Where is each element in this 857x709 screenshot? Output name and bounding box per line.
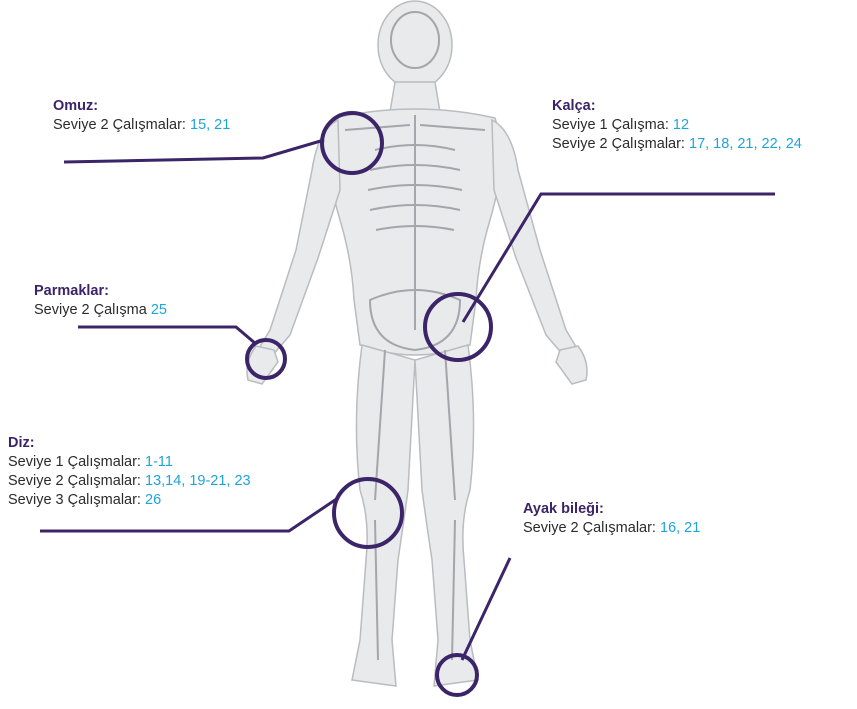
ayak-bilegi-title: Ayak bileği:: [523, 500, 700, 519]
ayak-bilegi-row-1: Seviye 2 Çalışmalar: 16, 21: [523, 519, 700, 538]
diz-row-3-nums: 26: [145, 492, 161, 508]
parmaklar-label: Parmaklar: Seviye 2 Çalışma 25: [34, 282, 167, 320]
omuz-row-1-nums: 15, 21: [190, 117, 230, 133]
kalca-row-2: Seviye 2 Çalışmalar: 17, 18, 21, 22, 24: [552, 135, 802, 154]
kalca-row-2-nums: 17, 18, 21, 22, 24: [689, 136, 802, 152]
head: [378, 1, 452, 89]
ayak-bilegi-row-1-text: Seviye 2 Çalışmalar:: [523, 520, 660, 536]
diz-row-1-text: Seviye 1 Çalışmalar:: [8, 454, 145, 470]
diz-row-2-text: Seviye 2 Çalışmalar:: [8, 473, 145, 489]
human-body: [247, 1, 587, 686]
leg-right: [415, 345, 478, 686]
ayak-leader: [462, 558, 510, 660]
omuz-row-1: Seviye 2 Çalışmalar: 15, 21: [53, 116, 230, 135]
diz-row-1: Seviye 1 Çalışmalar: 1-11: [8, 453, 251, 472]
diz-row-3: Seviye 3 Çalışmalar: 26: [8, 491, 251, 510]
kalca-row-1-nums: 12: [673, 117, 689, 133]
parmaklar-row-1-text: Seviye 2 Çalışma: [34, 302, 151, 318]
omuz-title: Omuz:: [53, 97, 230, 116]
parmaklar-row-1: Seviye 2 Çalışma 25: [34, 301, 167, 320]
ayak-bilegi-label: Ayak bileği: Seviye 2 Çalışmalar: 16, 21: [523, 500, 700, 538]
kalca-row-1: Seviye 1 Çalışma: 12: [552, 116, 802, 135]
arm-right: [492, 120, 578, 356]
kalca-row-1-text: Seviye 1 Çalışma:: [552, 117, 673, 133]
ayak-bilegi-row-1-nums: 16, 21: [660, 520, 700, 536]
parmaklar-title: Parmaklar:: [34, 282, 167, 301]
kalca-title: Kalça:: [552, 97, 802, 116]
diz-row-1-nums: 1-11: [145, 454, 173, 470]
diz-row-3-text: Seviye 3 Çalışmalar:: [8, 492, 145, 508]
diz-label: Diz: Seviye 1 Çalışmalar: 1-11 Seviye 2 …: [8, 434, 251, 510]
hand-right: [556, 346, 587, 384]
neck: [390, 82, 440, 112]
parmaklar-row-1-nums: 25: [151, 302, 167, 318]
diz-row-2-nums: 13,14, 19-21, 23: [145, 473, 251, 489]
leg-left: [352, 345, 415, 686]
diz-title: Diz:: [8, 434, 251, 453]
diz-row-2: Seviye 2 Çalışmalar: 13,14, 19-21, 23: [8, 472, 251, 491]
parmaklar-leader: [78, 327, 256, 344]
omuz-leader: [64, 140, 324, 162]
kalca-row-2-text: Seviye 2 Çalışmalar:: [552, 136, 689, 152]
kalca-label: Kalça: Seviye 1 Çalışma: 12 Seviye 2 Çal…: [552, 97, 802, 154]
omuz-row-1-text: Seviye 2 Çalışmalar:: [53, 117, 190, 133]
omuz-label: Omuz: Seviye 2 Çalışmalar: 15, 21: [53, 97, 230, 135]
